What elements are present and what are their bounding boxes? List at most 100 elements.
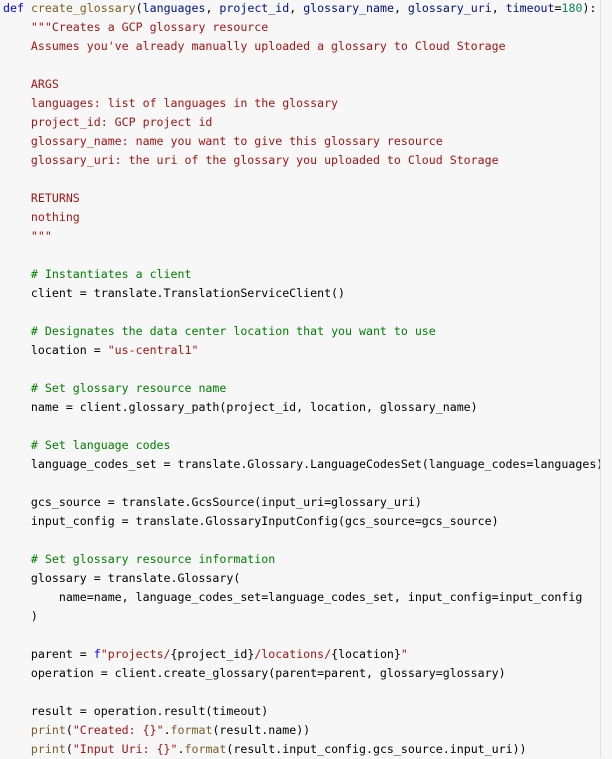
- string-token: """Creates a GCP glossary resource: [3, 20, 269, 34]
- comment-token: # Designates the data center location th…: [30, 324, 436, 338]
- code-token: ,: [393, 1, 408, 15]
- code-line[interactable]: glossary = translate.Glossary(: [3, 569, 603, 588]
- code-line[interactable]: def create_glossary(languages, project_i…: [3, 0, 603, 18]
- code-token: ,: [205, 1, 220, 15]
- code-line[interactable]: print("Created: {}".format(result.name)): [3, 721, 603, 740]
- code-token: operation = client.create_glossary(paren…: [3, 666, 506, 680]
- code-line[interactable]: RETURNS: [3, 189, 603, 208]
- code-line[interactable]: gcs_source = translate.GcsSource(input_u…: [3, 493, 603, 512]
- code-line[interactable]: [3, 626, 603, 645]
- code-line[interactable]: client = translate.TranslationServiceCli…: [3, 284, 603, 303]
- string-token: """: [3, 229, 52, 243]
- comment-token: # Instantiates a client: [30, 267, 192, 281]
- code-token: {location}: [331, 647, 401, 661]
- parameter-token: languages: [142, 1, 206, 15]
- code-token: client = translate.TranslationServiceCli…: [3, 286, 346, 300]
- code-line[interactable]: operation = client.create_glossary(paren…: [3, 664, 603, 683]
- code-line[interactable]: input_config = translate.GlossaryInputCo…: [3, 512, 603, 531]
- parameter-token: glossary_uri: [407, 1, 492, 15]
- number-token: 180: [561, 1, 583, 15]
- code-token: ):: [582, 1, 597, 15]
- code-line[interactable]: # Designates the data center location th…: [3, 322, 603, 341]
- code-token: {project_id}: [170, 647, 255, 661]
- code-token: name = client.glossary_path(project_id, …: [3, 400, 478, 414]
- code-line[interactable]: # Set glossary resource information: [3, 550, 603, 569]
- code-token: [3, 742, 31, 756]
- code-line[interactable]: [3, 683, 603, 702]
- comment-token: # Set glossary resource information: [30, 552, 276, 566]
- string-token: languages: list of languages in the glos…: [3, 96, 339, 110]
- code-token: name=name, language_codes_set=language_c…: [3, 590, 583, 604]
- code-line[interactable]: parent = f"projects/{project_id}/locatio…: [3, 645, 603, 664]
- code-line[interactable]: # Instantiates a client: [3, 265, 603, 284]
- function-token: print: [30, 742, 66, 756]
- code-token: ): [3, 609, 38, 623]
- code-token: [3, 381, 31, 395]
- code-token: [3, 267, 31, 281]
- string-token: /locations/: [254, 647, 332, 661]
- function-token: create_glossary: [30, 1, 136, 15]
- code-token: (: [135, 1, 143, 15]
- code-line[interactable]: ARGS: [3, 75, 603, 94]
- code-token: location =: [3, 343, 108, 357]
- line-length-ruler: [600, 0, 601, 758]
- code-line[interactable]: result = operation.result(timeout): [3, 702, 603, 721]
- code-line[interactable]: [3, 531, 603, 550]
- code-line[interactable]: language_codes_set = translate.Glossary.…: [3, 455, 603, 474]
- code-token: [3, 552, 31, 566]
- code-token: glossary = translate.Glossary(: [3, 571, 241, 585]
- code-line[interactable]: [3, 417, 603, 436]
- code-line[interactable]: """: [3, 227, 603, 246]
- code-line[interactable]: Assumes you've already manually uploaded…: [3, 37, 603, 56]
- code-line[interactable]: [3, 56, 603, 75]
- code-token: (result.name)): [212, 723, 311, 737]
- code-line[interactable]: languages: list of languages in the glos…: [3, 94, 603, 113]
- code-token: .: [177, 742, 185, 756]
- string-token: nothing: [3, 210, 80, 224]
- string-token: ARGS: [3, 77, 59, 91]
- code-line[interactable]: [3, 170, 603, 189]
- string-token: project_id: GCP project id: [3, 115, 213, 129]
- parameter-token: timeout: [505, 1, 555, 15]
- code-editor[interactable]: def create_glossary(languages, project_i…: [3, 0, 603, 759]
- code-token: (result.input_config.gcs_source.input_ur…: [226, 742, 527, 756]
- function-token: format: [170, 723, 213, 737]
- code-line[interactable]: glossary_uri: the uri of the glossary yo…: [3, 151, 603, 170]
- code-line[interactable]: nothing: [3, 208, 603, 227]
- code-token: (: [65, 723, 73, 737]
- code-line[interactable]: name = client.glossary_path(project_id, …: [3, 398, 603, 417]
- keyword-token: f: [93, 647, 101, 661]
- code-line[interactable]: location = "us-central1": [3, 341, 603, 360]
- code-line[interactable]: project_id: GCP project id: [3, 113, 603, 132]
- string-token: Assumes you've already manually uploaded…: [3, 39, 506, 53]
- code-line[interactable]: [3, 303, 603, 322]
- code-line[interactable]: [3, 360, 603, 379]
- comment-token: # Set language codes: [30, 438, 171, 452]
- parameter-token: project_id: [219, 1, 290, 15]
- parameter-token: glossary_name: [303, 1, 394, 15]
- string-token: ": [400, 647, 408, 661]
- string-token: glossary_uri: the uri of the glossary yo…: [3, 153, 499, 167]
- code-token: gcs_source = translate.GcsSource(input_u…: [3, 495, 422, 509]
- code-token: .: [163, 723, 171, 737]
- string-token: "us-central1": [107, 343, 199, 357]
- code-token: ,: [491, 1, 506, 15]
- code-token: =: [554, 1, 562, 15]
- code-line[interactable]: """Creates a GCP glossary resource: [3, 18, 603, 37]
- code-line[interactable]: [3, 246, 603, 265]
- code-line[interactable]: glossary_name: name you want to give thi…: [3, 132, 603, 151]
- string-token: "Created: {}": [72, 723, 164, 737]
- string-token: RETURNS: [3, 191, 80, 205]
- code-line[interactable]: ): [3, 607, 603, 626]
- code-token: language_codes_set = translate.Glossary.…: [3, 457, 604, 471]
- code-line[interactable]: name=name, language_codes_set=language_c…: [3, 588, 603, 607]
- code-line[interactable]: print("Input Uri: {}".format(result.inpu…: [3, 740, 603, 759]
- code-line[interactable]: [3, 474, 603, 493]
- code-token: ,: [289, 1, 304, 15]
- code-token: [3, 723, 31, 737]
- code-line[interactable]: # Set language codes: [3, 436, 603, 455]
- function-token: print: [30, 723, 66, 737]
- string-token: glossary_name: name you want to give thi…: [3, 134, 443, 148]
- string-token: "projects/: [100, 647, 171, 661]
- code-line[interactable]: # Set glossary resource name: [3, 379, 603, 398]
